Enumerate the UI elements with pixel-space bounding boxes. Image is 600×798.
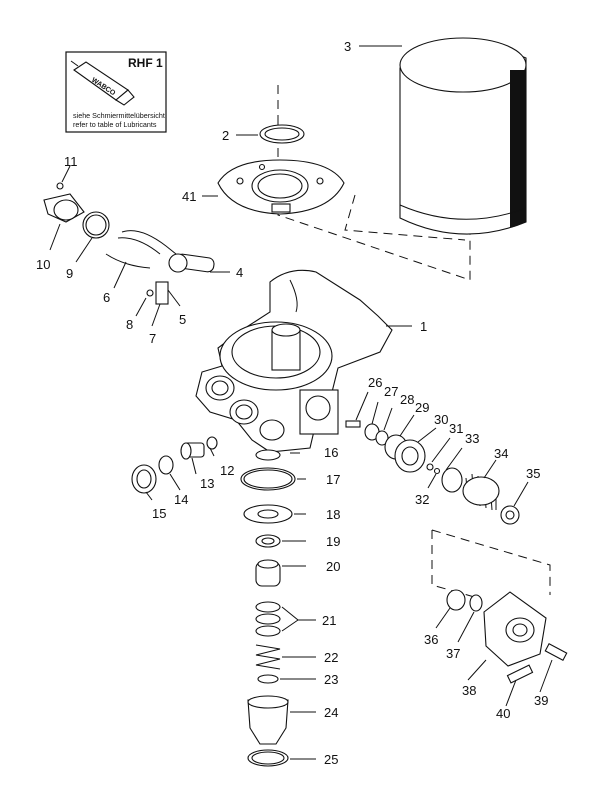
- sensor-housing: [43, 182, 110, 239]
- part-label-26: 26: [368, 375, 382, 390]
- part-label-15: 15: [152, 506, 166, 521]
- lubricant-note-en: refer to table of Lubricants: [73, 120, 157, 129]
- part-label-5: 5: [179, 312, 186, 327]
- seal-ring-2: [259, 124, 305, 144]
- part-label-24: 24: [324, 705, 338, 720]
- lubricant-box: WABCO RHF 1 siehe Schmiermittelübersicht…: [65, 51, 167, 133]
- part-label-13: 13: [200, 476, 214, 491]
- part-label-3: 3: [344, 39, 351, 54]
- part-label-40: 40: [496, 706, 510, 721]
- lubricant-note-de: siehe Schmiermittelübersicht: [73, 111, 165, 120]
- part-label-31: 31: [449, 421, 463, 436]
- part-label-18: 18: [326, 507, 340, 522]
- part-label-19: 19: [326, 534, 340, 549]
- part-label-8: 8: [126, 317, 133, 332]
- right-valve-parts: [345, 420, 520, 525]
- part-label-4: 4: [236, 265, 243, 280]
- part-label-1: 1: [420, 319, 427, 334]
- part-label-2: 2: [222, 128, 229, 143]
- vertical-valve-stack: [240, 449, 296, 767]
- lubricant-title: RHF 1: [128, 56, 163, 70]
- heater-assembly: [105, 230, 215, 305]
- part-label-34: 34: [494, 446, 508, 461]
- part-label-30: 30: [434, 412, 448, 427]
- part-number-labels: 3 2 41 11 10 9 6 4 5 8 7 1 12 13 14 15 1…: [36, 39, 548, 767]
- part-label-16: 16: [324, 445, 338, 460]
- part-label-21: 21: [322, 613, 336, 628]
- part-label-6: 6: [103, 290, 110, 305]
- part-label-41: 41: [182, 189, 196, 204]
- part-label-17: 17: [326, 472, 340, 487]
- part-label-36: 36: [424, 632, 438, 647]
- part-label-38: 38: [462, 683, 476, 698]
- left-valve-parts: [131, 436, 218, 494]
- part-label-7: 7: [149, 331, 156, 346]
- air-dryer-cartridge: [399, 37, 527, 235]
- part-label-9: 9: [66, 266, 73, 281]
- part-label-32: 32: [415, 492, 429, 507]
- part-label-35: 35: [526, 466, 540, 481]
- valve-housing: [195, 269, 393, 453]
- part-label-10: 10: [36, 257, 50, 272]
- part-label-22: 22: [324, 650, 338, 665]
- part-label-11: 11: [64, 154, 78, 169]
- part-label-33: 33: [465, 431, 479, 446]
- part-label-39: 39: [534, 693, 548, 708]
- flange-plate: [217, 159, 345, 215]
- grease-tube-icon: WABCO: [70, 60, 135, 106]
- part-label-12: 12: [220, 463, 234, 478]
- part-label-20: 20: [326, 559, 340, 574]
- part-label-14: 14: [174, 492, 188, 507]
- part-label-37: 37: [446, 646, 460, 661]
- part-label-28: 28: [400, 392, 414, 407]
- part-label-29: 29: [415, 400, 429, 415]
- part-label-25: 25: [324, 752, 338, 767]
- part-label-27: 27: [384, 384, 398, 399]
- part-label-23: 23: [324, 672, 338, 687]
- end-cover: [446, 589, 568, 684]
- leader-lines: [49, 45, 553, 760]
